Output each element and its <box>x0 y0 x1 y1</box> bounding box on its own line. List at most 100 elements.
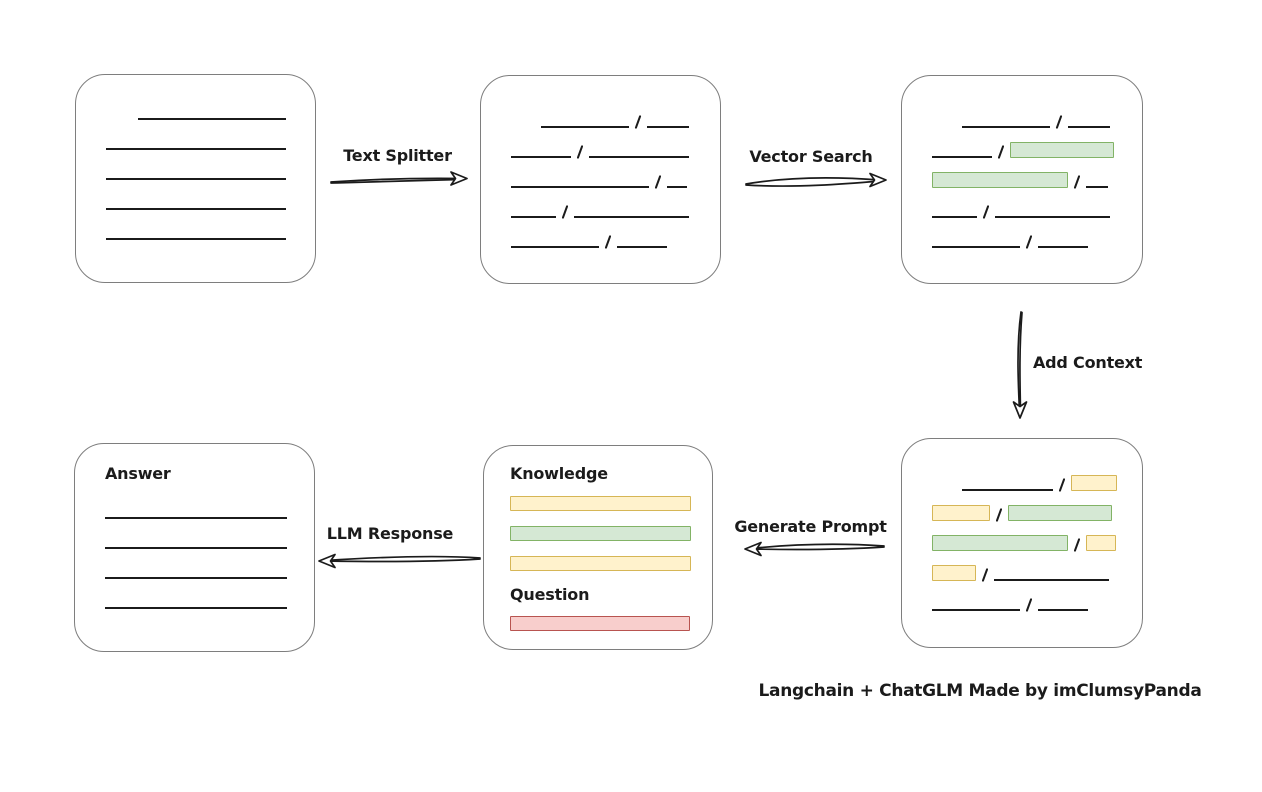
slash-separator <box>981 568 989 582</box>
chunk-row <box>511 188 720 219</box>
text-line <box>106 148 286 150</box>
chunk-row <box>932 128 1142 159</box>
chunk-row <box>932 551 1142 582</box>
slash-separator <box>604 235 612 249</box>
text-line <box>138 118 286 120</box>
chunks-box <box>480 75 721 284</box>
chunk-row <box>932 98 1142 129</box>
chunk-row <box>510 605 712 631</box>
text-line <box>647 126 689 128</box>
chunk-row <box>510 541 712 571</box>
chunk-row <box>932 218 1142 249</box>
chunk-row <box>511 218 720 249</box>
slash-separator <box>1073 175 1081 189</box>
knowledge-bars <box>510 484 712 571</box>
text-splitter-arrow <box>330 171 468 186</box>
prompt-box: Knowledge Question <box>483 445 713 650</box>
slash-separator <box>1073 538 1081 552</box>
text-line <box>511 156 571 158</box>
slash-separator <box>634 115 642 129</box>
chunk-row <box>932 461 1142 492</box>
slash-separator <box>995 508 1003 522</box>
yellow-highlight-chunk <box>932 505 990 521</box>
text-line <box>932 609 1020 611</box>
slash-separator <box>654 175 662 189</box>
question-bars <box>510 605 712 631</box>
vector-search-label: Vector Search <box>749 147 873 166</box>
chunk-row <box>932 521 1142 552</box>
text-line <box>617 246 667 248</box>
retrieved-chunks-box <box>901 75 1143 284</box>
text-line <box>995 216 1110 218</box>
generate-prompt-arrow <box>744 541 885 557</box>
green-highlight-chunk <box>932 535 1068 551</box>
chunk-row <box>106 120 315 150</box>
chunk-row <box>106 90 315 120</box>
slash-separator <box>576 145 584 159</box>
question-label: Question <box>510 585 590 604</box>
chunks-lines <box>481 76 720 249</box>
slash-separator <box>1055 115 1063 129</box>
slash-separator <box>982 205 990 219</box>
green-highlight-chunk <box>510 526 691 541</box>
add-context-label: Add Context <box>1033 353 1143 372</box>
document-box <box>75 74 316 283</box>
chunk-row <box>510 511 712 541</box>
generate-prompt-label: Generate Prompt <box>734 517 887 536</box>
text-line <box>589 156 689 158</box>
chunk-row <box>932 581 1142 612</box>
slash-separator <box>997 145 1005 159</box>
text-line <box>574 216 689 218</box>
text-line <box>105 517 287 519</box>
text-line <box>541 126 629 128</box>
diagram-caption: Langchain + ChatGLM Made by imClumsyPand… <box>758 681 1202 701</box>
chunk-row <box>932 188 1142 219</box>
text-splitter-label: Text Splitter <box>343 146 452 165</box>
text-line <box>932 216 977 218</box>
chunk-row <box>932 158 1142 189</box>
yellow-highlight-chunk <box>1071 475 1117 491</box>
text-line <box>1086 186 1108 188</box>
text-line <box>1038 246 1088 248</box>
chunk-row <box>511 98 720 129</box>
text-line <box>511 246 599 248</box>
knowledge-label: Knowledge <box>510 464 608 483</box>
green-highlight-chunk <box>1010 142 1114 158</box>
yellow-highlight-chunk <box>510 556 691 571</box>
text-line <box>511 216 556 218</box>
text-line <box>962 126 1050 128</box>
chunk-row <box>105 484 314 519</box>
text-line <box>105 607 287 609</box>
text-line <box>106 238 286 240</box>
red-highlight-chunk <box>510 616 690 631</box>
add-context-arrow <box>1012 311 1028 419</box>
text-line <box>106 178 286 180</box>
text-line <box>106 208 286 210</box>
text-line <box>667 186 687 188</box>
context-lines <box>902 439 1142 612</box>
green-highlight-chunk <box>1008 505 1112 521</box>
slash-separator <box>1025 598 1033 612</box>
green-highlight-chunk <box>932 172 1068 188</box>
chunk-row <box>106 180 315 210</box>
llm-response-arrow <box>318 553 481 569</box>
text-line <box>962 489 1053 491</box>
retrieved-lines <box>902 76 1142 249</box>
text-line <box>932 156 992 158</box>
answer-box: Answer <box>74 443 315 652</box>
chunk-row <box>106 150 315 180</box>
slash-separator <box>1025 235 1033 249</box>
llm-response-label: LLM Response <box>326 524 454 543</box>
chunk-row <box>105 549 314 579</box>
chunk-row <box>510 484 712 511</box>
text-line <box>932 246 1020 248</box>
chunk-row <box>932 491 1142 522</box>
text-line <box>105 577 287 579</box>
text-line <box>1038 609 1088 611</box>
chunk-row <box>106 210 315 240</box>
document-lines <box>76 75 315 240</box>
yellow-highlight-chunk <box>932 565 976 581</box>
yellow-highlight-chunk <box>1086 535 1116 551</box>
